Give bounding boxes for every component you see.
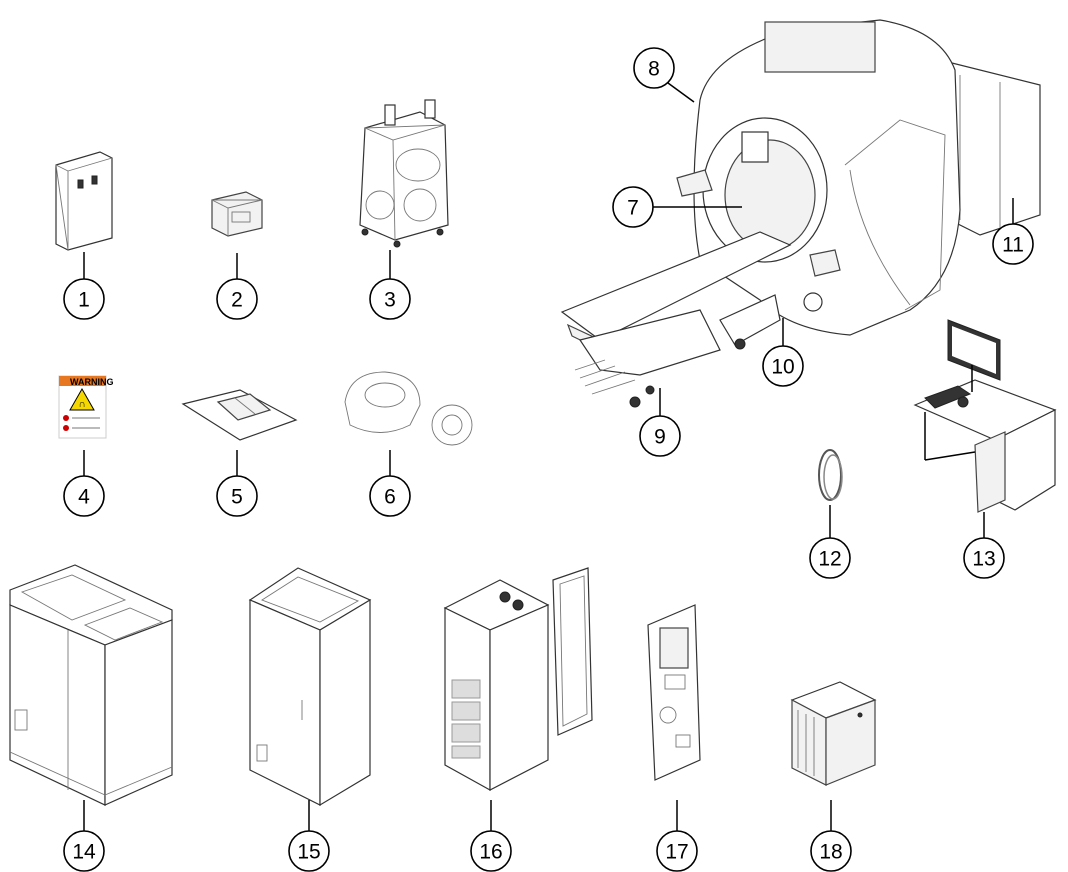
callout-label: 10: [771, 356, 794, 379]
callout-label: 11: [1002, 234, 1024, 257]
item-8-magnet-gantry: [676, 19, 1041, 336]
item-3-coil-cart: [359, 99, 449, 248]
magnet-icon: ∩: [78, 399, 85, 410]
callout-9: 9: [639, 415, 681, 457]
item-1-disconnect-panel: [55, 151, 113, 251]
item-18-chiller-cabinet: [790, 681, 877, 786]
callout-label: 7: [627, 197, 639, 220]
callout-label: 15: [297, 841, 320, 864]
callout-label: 6: [384, 486, 396, 509]
callout-11: 11: [992, 223, 1034, 265]
callout-4: 4: [63, 475, 105, 517]
item-16-gradient-cabinet: [443, 567, 593, 792]
callout-14: 14: [63, 830, 105, 872]
callout-13: 13: [963, 537, 1005, 579]
callout-label: 12: [818, 548, 841, 571]
callout-7: 7: [612, 186, 654, 228]
callout-label: 8: [648, 58, 660, 81]
callout-17: 17: [656, 830, 698, 872]
item-5-phantom-tray: [181, 389, 298, 441]
leader-lines: [83, 82, 1014, 831]
callout-3: 3: [369, 278, 411, 320]
callout-label: 16: [479, 841, 502, 864]
item-17-penetration-panel: [647, 604, 701, 781]
callout-label: 1: [78, 289, 90, 312]
callout-10: 10: [762, 345, 804, 387]
callout-label: 13: [972, 548, 995, 571]
callout-label: 3: [384, 289, 396, 312]
item-6-coils: [344, 371, 473, 446]
callout-label: 2: [231, 289, 243, 312]
callout-label: 14: [72, 841, 96, 864]
warning-sign-title: WARNING: [70, 377, 114, 387]
callout-8: 8: [633, 47, 675, 89]
callout-label: 9: [654, 426, 666, 449]
item-4-warning-sign: WARNING ∩: [58, 375, 114, 439]
callout-label: 4: [78, 486, 90, 509]
item-12-cable-coil: [818, 449, 843, 501]
callout-label: 18: [819, 841, 842, 864]
item-9-patient-table: [560, 231, 792, 408]
callout-5: 5: [216, 475, 258, 517]
callout-12: 12: [809, 537, 851, 579]
callout-18: 18: [810, 830, 852, 872]
callout-2: 2: [216, 278, 258, 320]
callout-1: 1: [63, 278, 105, 320]
callout-label: 5: [231, 486, 243, 509]
callout-15: 15: [288, 830, 330, 872]
callout-label: 17: [665, 841, 688, 864]
item-15-single-cabinet: [248, 567, 372, 807]
item-2-control-box: [211, 191, 263, 237]
item-14-double-cabinet: [9, 564, 173, 806]
item-13-operator-console: [913, 319, 1057, 513]
callout-6: 6: [369, 475, 411, 517]
callout-16: 16: [470, 830, 512, 872]
